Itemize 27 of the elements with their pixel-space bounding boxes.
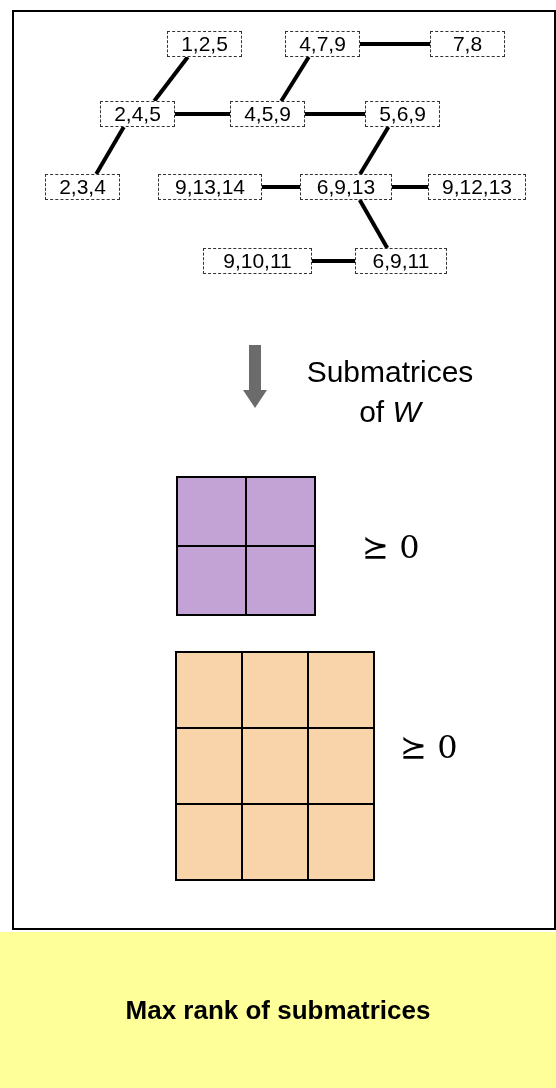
dashed-node-box: 2,3,4 <box>45 174 120 200</box>
dashed-node-box: 2,4,5 <box>100 101 175 127</box>
dashed-node-box: 9,10,11 <box>203 248 312 274</box>
result-band: Max rank of submatrices <box>0 932 556 1088</box>
dashed-node-box: 1,2,5 <box>167 31 242 57</box>
dashed-node-box: 5,6,9 <box>365 101 440 127</box>
dashed-node-box: 9,13,14 <box>158 174 262 200</box>
caption-text: Submatrices of W <box>305 354 475 430</box>
connector-line <box>94 126 126 175</box>
dashed-node-box: 9,12,13 <box>428 174 526 200</box>
dashed-node-box: 4,7,9 <box>285 31 360 57</box>
connector-line <box>262 185 300 189</box>
connector-line <box>358 125 391 176</box>
connector-line <box>312 259 355 263</box>
dashed-node-box: 6,9,13 <box>300 174 392 200</box>
psd-symbol: ⪰ 0 <box>362 528 420 566</box>
psd-symbol: ⪰ 0 <box>400 728 458 766</box>
connector-line <box>358 199 389 249</box>
dashed-node-box: 7,8 <box>430 31 505 57</box>
connector-line <box>305 112 365 116</box>
dashed-node-box: 6,9,11 <box>355 248 447 274</box>
connector-line <box>279 55 311 103</box>
connector-line <box>392 185 428 189</box>
connector-line <box>152 55 190 103</box>
connector-line <box>175 112 230 116</box>
connector-line <box>360 42 430 46</box>
dashed-node-box: 4,5,9 <box>230 101 305 127</box>
